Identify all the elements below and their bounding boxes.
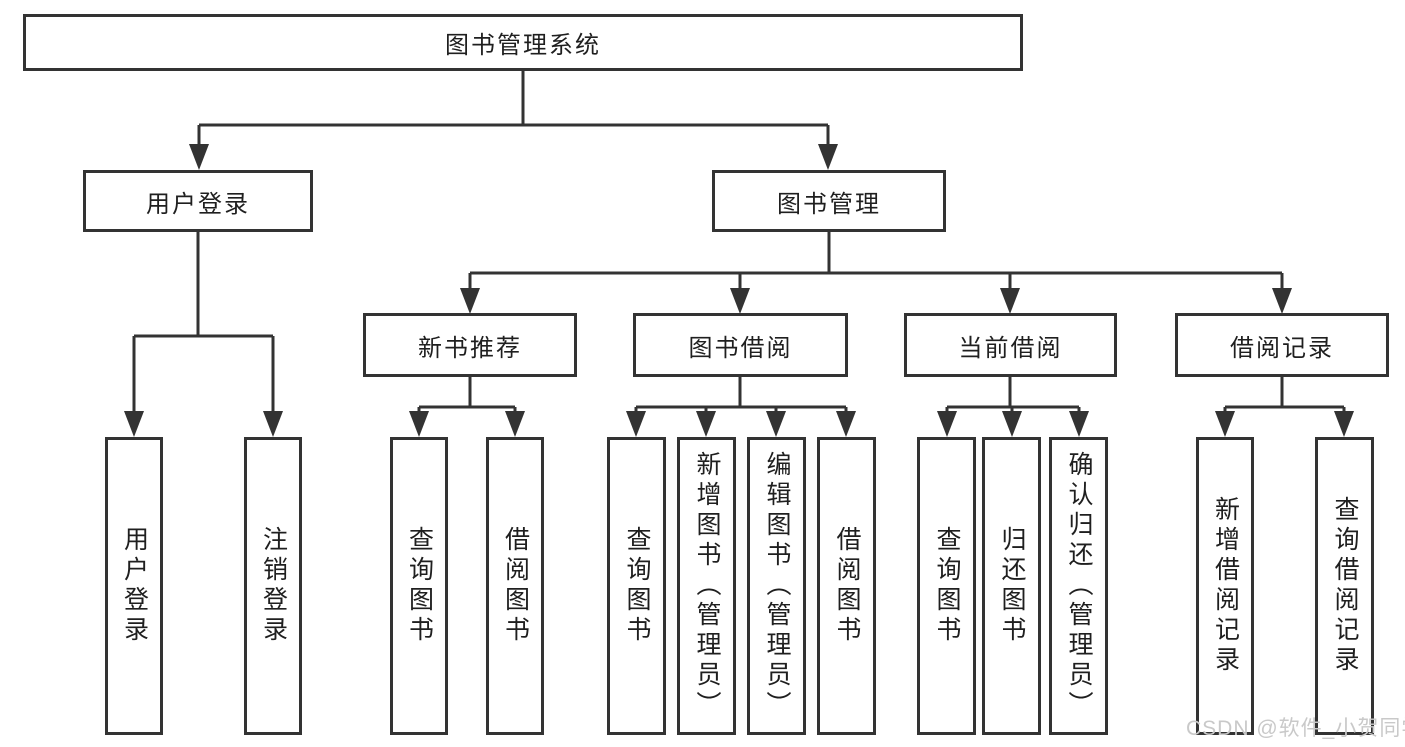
leaf-edit-book-admin: 编辑图书（管理员） bbox=[747, 437, 806, 735]
leaf-borrow-books-borrowing: 借阅图书 bbox=[817, 437, 876, 735]
leaf-borrow-books-recommend: 借阅图书 bbox=[486, 437, 544, 735]
leaf-query-books-borrowing: 查询图书 bbox=[607, 437, 666, 735]
leaf-return-book: 归还图书 bbox=[982, 437, 1041, 735]
node-user-login-group: 用户登录 bbox=[83, 170, 313, 232]
leaf-query-books-recommend: 查询图书 bbox=[390, 437, 448, 735]
leaf-add-borrow-record: 新增借阅记录 bbox=[1196, 437, 1254, 735]
node-book-borrowing: 图书借阅 bbox=[633, 313, 848, 377]
leaf-user-login: 用户登录 bbox=[105, 437, 163, 735]
node-book-management-group: 图书管理 bbox=[712, 170, 946, 232]
node-new-book-recommend: 新书推荐 bbox=[363, 313, 577, 377]
node-current-borrowing: 当前借阅 bbox=[904, 313, 1117, 377]
arrowhead-icons bbox=[124, 144, 1354, 437]
leaf-add-book-admin: 新增图书（管理员） bbox=[677, 437, 736, 735]
node-borrow-records: 借阅记录 bbox=[1175, 313, 1389, 377]
leaf-query-books-current: 查询图书 bbox=[917, 437, 976, 735]
leaf-confirm-return-admin: 确认归还（管理员） bbox=[1049, 437, 1108, 735]
node-root-system: 图书管理系统 bbox=[23, 14, 1023, 71]
csdn-watermark: CSDN @软件_小贺同学 bbox=[1186, 717, 1405, 740]
leaf-query-borrow-record: 查询借阅记录 bbox=[1315, 437, 1374, 735]
leaf-logout: 注销登录 bbox=[244, 437, 302, 735]
